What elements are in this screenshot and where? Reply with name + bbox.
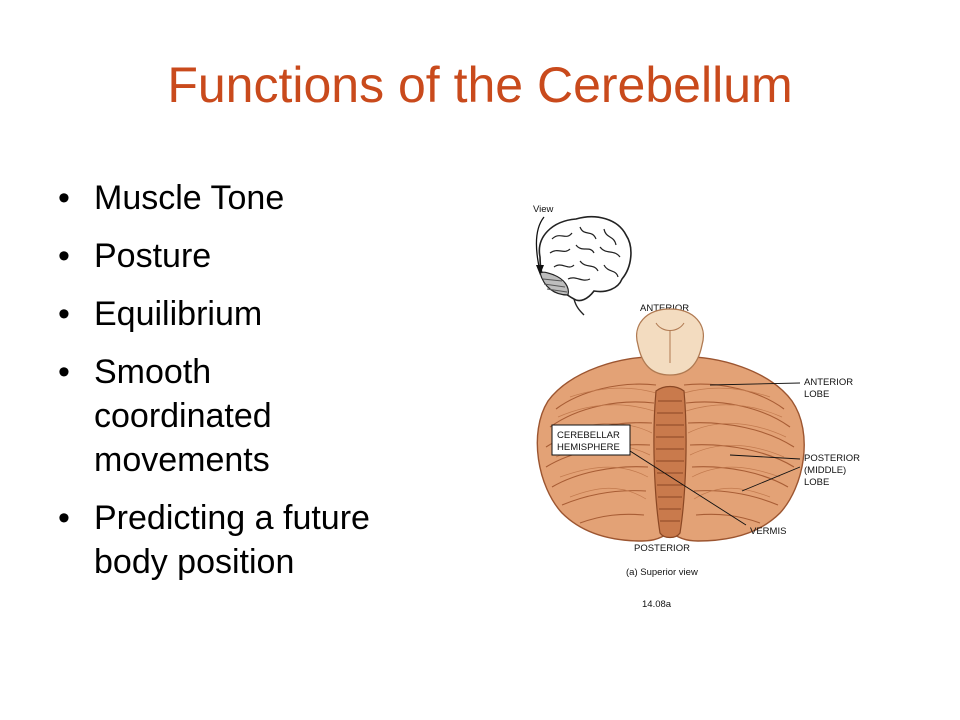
label-anterior-lobe-1: ANTERIOR xyxy=(804,377,853,388)
hemisphere-label-box xyxy=(551,424,631,456)
label-vermis: VERMIS xyxy=(750,526,786,537)
leader-vermis xyxy=(629,450,747,526)
brain-thumbnail: View xyxy=(533,204,632,316)
slide-title: Functions of the Cerebellum xyxy=(167,57,793,113)
label-posterior-lobe-2: (MIDDLE) xyxy=(804,465,846,476)
cerebellum-diagram: View ANTERIOR ANTERIOR xyxy=(533,204,860,610)
view-arrow-head xyxy=(536,265,544,275)
label-hemisphere-2: HEMISPHERE xyxy=(557,442,620,453)
leader-posterior-lobe-2 xyxy=(741,466,801,492)
bullet-item-muscle-tone: • Muscle Tone xyxy=(58,176,478,220)
brain-hatch-lines xyxy=(542,278,568,293)
label-posterior-lobe-1: POSTERIOR xyxy=(804,453,860,464)
bullet-dot: • xyxy=(58,179,70,217)
bullet-list: • Muscle Tone • Posture • Equilibrium • … xyxy=(58,176,478,598)
bullet-dot: • xyxy=(58,237,70,275)
cerebellum-body xyxy=(536,308,805,542)
bullet-text-line: Predicting a future xyxy=(94,499,370,537)
bullet-item-smooth-movements: • Smooth coordinated movements xyxy=(58,350,478,482)
label-hemisphere-1: CEREBELLAR xyxy=(557,430,620,441)
bullet-item-equilibrium: • Equilibrium xyxy=(58,292,478,336)
bullet-text-line: Smooth xyxy=(94,353,212,391)
bullet-text-line: Equilibrium xyxy=(94,295,263,333)
bullet-dot: • xyxy=(58,295,70,333)
label-anterior: ANTERIOR xyxy=(640,303,689,314)
figure-caption: (a) Superior view xyxy=(626,567,698,578)
brain-gyri xyxy=(549,226,621,281)
brain-stem-line xyxy=(573,298,585,316)
folia-fine-lines xyxy=(553,387,787,500)
bullet-item-posture: • Posture xyxy=(58,234,478,278)
bullet-dot: • xyxy=(58,353,70,391)
bullet-text-line: Muscle Tone xyxy=(94,179,285,217)
vermis xyxy=(653,385,687,539)
label-anterior-lobe-2: LOBE xyxy=(804,389,829,400)
label-posterior: POSTERIOR xyxy=(634,543,690,554)
leader-anterior-lobe xyxy=(709,382,801,386)
figure-number: 14.08a xyxy=(642,599,672,610)
bullet-text-line: movements xyxy=(94,441,270,479)
cerebellum-figure: View ANTERIOR ANTERIOR xyxy=(510,195,930,625)
leader-posterior-lobe-1 xyxy=(729,454,801,460)
bullet-text-line: Posture xyxy=(94,237,212,275)
view-arrow xyxy=(535,216,545,272)
bullet-text-line: body position xyxy=(94,543,295,581)
bullet-dot: • xyxy=(58,499,70,537)
brainstem-detail xyxy=(655,322,685,363)
bullet-text-line: coordinated xyxy=(94,397,272,435)
vermis-segments xyxy=(656,400,684,522)
label-view: View xyxy=(533,204,554,215)
leader-lines xyxy=(629,382,801,526)
bullet-item-predicting-position: • Predicting a future body position xyxy=(58,496,478,584)
label-posterior-lobe-3: LOBE xyxy=(804,477,829,488)
